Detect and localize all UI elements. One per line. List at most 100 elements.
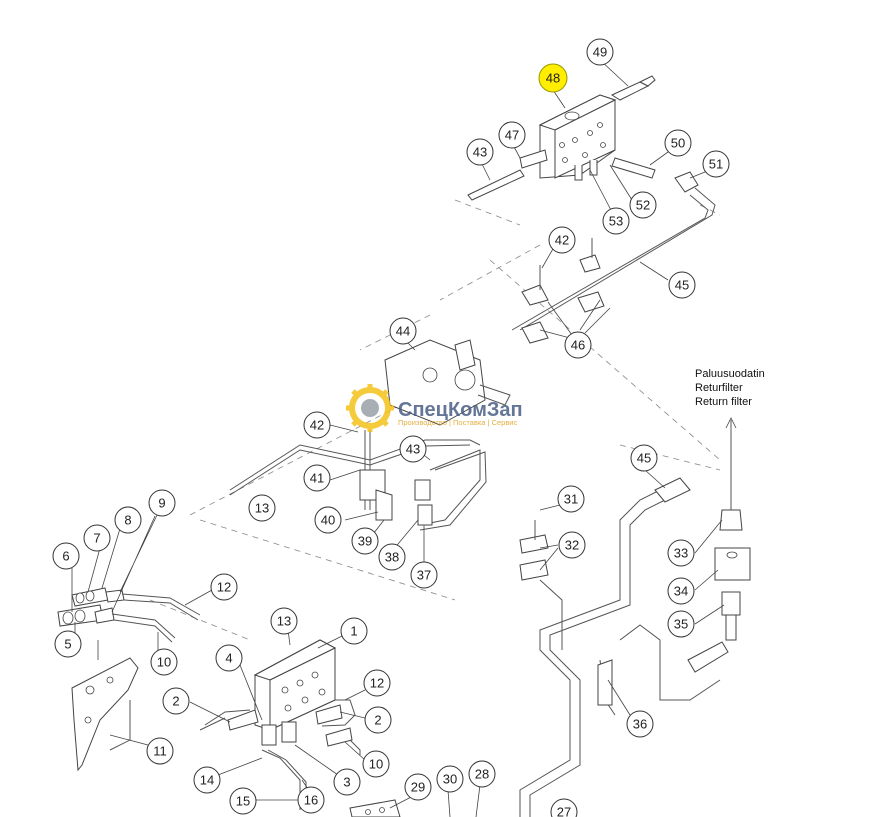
callout-40: 40 bbox=[314, 506, 342, 534]
callout-number: 49 bbox=[593, 45, 607, 60]
callout-circle bbox=[146, 737, 174, 765]
callout-number: 29 bbox=[411, 780, 425, 795]
callout-circle bbox=[436, 765, 464, 793]
callout-10: 10 bbox=[150, 648, 178, 676]
callout-49: 49 bbox=[586, 38, 614, 66]
callout-circle bbox=[114, 506, 142, 534]
callout-circle bbox=[378, 543, 406, 571]
callout-number: 9 bbox=[158, 496, 165, 511]
callout-circle bbox=[558, 531, 586, 559]
callout-45: 45 bbox=[630, 444, 658, 472]
callout-circle bbox=[399, 435, 427, 463]
callout-8: 8 bbox=[114, 506, 142, 534]
callout-number: 51 bbox=[709, 157, 723, 172]
callout-4: 4 bbox=[215, 644, 243, 672]
callout-51: 51 bbox=[702, 150, 730, 178]
callout-31: 31 bbox=[557, 485, 585, 513]
callout-3: 3 bbox=[333, 768, 361, 796]
callout-42: 42 bbox=[548, 226, 576, 254]
callout-35: 35 bbox=[667, 610, 695, 638]
callout-layer: 4849474350515253424546444241431340393837… bbox=[52, 38, 730, 817]
callout-number: 43 bbox=[473, 145, 487, 160]
callout-52: 52 bbox=[629, 191, 657, 219]
callout-43: 43 bbox=[466, 138, 494, 166]
callout-16: 16 bbox=[297, 786, 325, 814]
clamp-set-46 bbox=[521, 238, 605, 344]
callout-number: 13 bbox=[277, 614, 291, 629]
callout-number: 35 bbox=[674, 617, 688, 632]
callout-circle bbox=[557, 485, 585, 513]
callout-circle bbox=[538, 63, 568, 93]
callout-circle bbox=[550, 798, 578, 817]
callout-circle bbox=[667, 539, 695, 567]
callout-number: 48 bbox=[546, 71, 560, 86]
watermark-title: СпецКомЗап bbox=[398, 399, 523, 421]
watermark: СпецКомЗап Производство | Поставка | Сер… bbox=[346, 384, 523, 432]
callout-circle bbox=[626, 710, 654, 738]
return-filter-stack bbox=[714, 417, 751, 641]
callout-circle bbox=[668, 271, 696, 299]
callout-30: 30 bbox=[436, 765, 464, 793]
callout-43: 43 bbox=[399, 435, 427, 463]
callout-29: 29 bbox=[404, 773, 432, 801]
callout-number: 42 bbox=[310, 418, 324, 433]
callout-number: 13 bbox=[255, 501, 269, 516]
callout-number: 28 bbox=[475, 767, 489, 782]
callout-circle bbox=[248, 494, 276, 522]
callout-circle bbox=[54, 630, 82, 658]
callout-50: 50 bbox=[664, 129, 692, 157]
callout-number: 38 bbox=[385, 550, 399, 565]
callout-number: 37 bbox=[417, 568, 431, 583]
callout-circle bbox=[303, 464, 331, 492]
callout-number: 42 bbox=[555, 233, 569, 248]
note-line-sv: Returfilter bbox=[695, 382, 743, 394]
callout-number: 5 bbox=[64, 637, 71, 652]
callout-46: 46 bbox=[564, 331, 592, 359]
middle-hoses bbox=[229, 430, 487, 531]
callout-11: 11 bbox=[146, 737, 174, 765]
left-fittings bbox=[57, 587, 201, 772]
callout-circle bbox=[410, 561, 438, 589]
callout-circle bbox=[466, 138, 494, 166]
callout-2: 2 bbox=[162, 687, 190, 715]
callout-circle bbox=[389, 317, 417, 345]
note-line-en: Return filter bbox=[695, 396, 752, 408]
callout-circle bbox=[629, 191, 657, 219]
callout-2: 2 bbox=[364, 706, 392, 734]
callout-41: 41 bbox=[303, 464, 331, 492]
callout-number: 40 bbox=[321, 513, 335, 528]
watermark-subtitle: Производство | Поставка | Сервис bbox=[398, 418, 517, 427]
callout-13: 13 bbox=[248, 494, 276, 522]
callout-6: 6 bbox=[52, 542, 80, 570]
callout-circle bbox=[314, 506, 342, 534]
callout-27: 27 bbox=[550, 798, 578, 817]
callout-circle bbox=[150, 648, 178, 676]
callout-42: 42 bbox=[303, 411, 331, 439]
callout-10: 10 bbox=[362, 750, 390, 778]
callout-number: 10 bbox=[369, 757, 383, 772]
callout-number: 34 bbox=[674, 584, 688, 599]
callout-number: 15 bbox=[236, 794, 250, 809]
return-filter-note: Paluusuodatin Returfilter Return filter bbox=[695, 368, 765, 408]
callout-number: 43 bbox=[406, 442, 420, 457]
right-return-hose bbox=[519, 477, 729, 817]
callout-45: 45 bbox=[668, 271, 696, 299]
callout-number: 33 bbox=[674, 546, 688, 561]
callout-number: 50 bbox=[671, 136, 685, 151]
callout-48: 48 bbox=[538, 63, 568, 93]
callout-number: 31 bbox=[564, 492, 578, 507]
callout-5: 5 bbox=[54, 630, 82, 658]
callout-circle bbox=[602, 207, 630, 235]
callout-circle bbox=[340, 617, 368, 645]
callout-53: 53 bbox=[602, 207, 630, 235]
callout-number: 44 bbox=[396, 324, 410, 339]
callout-circle bbox=[564, 331, 592, 359]
callout-number: 11 bbox=[153, 744, 167, 759]
callout-47: 47 bbox=[498, 121, 526, 149]
callout-number: 6 bbox=[62, 549, 69, 564]
callout-number: 36 bbox=[633, 717, 647, 732]
callout-circle bbox=[468, 760, 496, 788]
callout-15: 15 bbox=[229, 787, 257, 815]
callout-number: 39 bbox=[358, 534, 372, 549]
